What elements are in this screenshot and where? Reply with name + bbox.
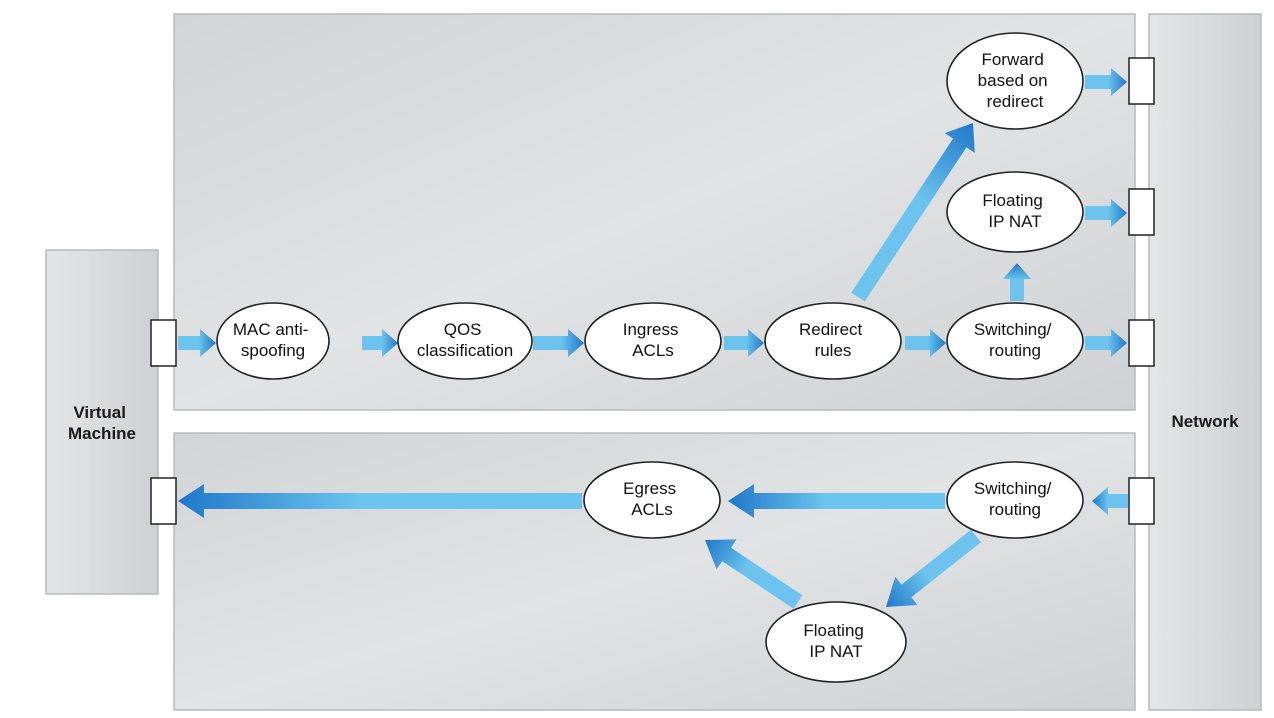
node-egress-switching-routing: Switching/ routing	[946, 461, 1084, 539]
node-ingress-acls: Ingress ACLs	[584, 302, 722, 380]
vm-ingress-port	[150, 319, 177, 367]
network-port-redirect	[1128, 57, 1155, 105]
arrow-switching-to-network	[1085, 329, 1127, 357]
node-redirect-rules-line-1: Redirect	[799, 320, 863, 339]
svg-text:QOS classification: QOS classification	[417, 320, 513, 360]
node-forward-line-1: Forward	[981, 50, 1043, 69]
node-ingress-switching-routing-line-1: Switching/	[974, 320, 1052, 339]
arrow-qos-to-ingress-acls	[533, 329, 584, 357]
arrow-mac-to-qos	[362, 329, 398, 357]
vm-label-line-1: Virtual	[73, 403, 126, 422]
node-egress-floating-ip-nat: Floating IP NAT	[765, 601, 907, 683]
node-redirect-rules-line-2: rules	[815, 341, 852, 360]
node-ingress-switching-routing: Switching/ routing	[946, 302, 1084, 380]
svg-text:Switching/ routing: Switching/ routing	[974, 479, 1056, 519]
node-mac-anti-spoofing-line-1: MAC anti-	[233, 320, 309, 339]
node-mac-anti-spoofing: MAC anti- spoofing	[216, 302, 330, 380]
svg-text:Forward based on r: Forward based on redirect	[978, 50, 1053, 111]
arrow-nat-to-network	[1085, 199, 1127, 227]
vm-label: Virtual Machine	[68, 403, 136, 443]
arrow-egress-acls-to-vm	[178, 484, 582, 518]
node-egress-floating-ip-nat-line-1: Floating	[803, 621, 863, 640]
arrow-ingress-acls-to-redirect	[724, 329, 764, 357]
node-qos-classification: QOS classification	[397, 302, 533, 380]
arrow-redirect-to-switching	[905, 329, 946, 357]
arrow-network-to-egress-switching	[1092, 487, 1128, 515]
node-egress-acls-line-2: ACLs	[631, 500, 673, 519]
network-port-nat	[1128, 188, 1155, 236]
network-port-egress	[1128, 477, 1155, 525]
vm-label-line-2: Machine	[68, 424, 136, 443]
network-label-line-1: Network	[1171, 412, 1239, 431]
node-qos-classification-line-2: classification	[417, 341, 513, 360]
arrow-nat-to-egress-acls	[705, 539, 803, 609]
node-mac-anti-spoofing-line-2: spoofing	[241, 341, 305, 360]
arrow-egress-switching-to-egress-acls	[728, 484, 945, 518]
node-qos-classification-line-1: QOS	[444, 320, 482, 339]
network-port-routing	[1128, 319, 1155, 367]
node-ingress-floating-ip-nat: Floating IP NAT	[946, 171, 1084, 253]
node-ingress-acls-line-2: ACLs	[632, 341, 674, 360]
node-forward-line-2: based on	[978, 71, 1048, 90]
node-forward-line-3: redirect	[987, 92, 1044, 111]
network-panel	[1148, 13, 1262, 711]
node-egress-switching-routing-line-2: routing	[989, 500, 1041, 519]
node-ingress-floating-ip-nat-line-2: IP NAT	[988, 212, 1041, 231]
arrow-redirect-to-forward	[851, 123, 975, 302]
node-forward-based-on-redirect: Forward based on redirect	[946, 32, 1084, 130]
svg-text:Floating IP NAT: Floating IP NAT	[982, 191, 1047, 231]
node-egress-acls: Egress ACLs	[583, 461, 721, 539]
network-label: Network	[1171, 412, 1239, 431]
arrows-layer	[178, 68, 1128, 609]
arrow-vm-to-mac	[178, 329, 216, 357]
node-redirect-rules: Redirect rules	[764, 302, 902, 380]
svg-text:Egress ACLs: Egress ACLs	[623, 479, 681, 519]
node-egress-floating-ip-nat-line-2: IP NAT	[809, 642, 862, 661]
node-egress-acls-line-1: Egress	[623, 479, 676, 498]
arrow-egress-switching-to-nat	[886, 529, 981, 607]
svg-text:Switching/ routing: Switching/ routing	[974, 320, 1056, 360]
svg-text:Floating IP NAT: Floating IP NAT	[803, 621, 868, 661]
vm-egress-port	[150, 477, 177, 525]
vm-panel	[45, 249, 159, 595]
svg-text:Ingress ACLs: Ingress ACLs	[623, 320, 683, 360]
node-egress-switching-routing-line-1: Switching/	[974, 479, 1052, 498]
arrow-forward-to-network	[1085, 68, 1127, 96]
node-ingress-switching-routing-line-2: routing	[989, 341, 1041, 360]
svg-text:Redirect rules: Redirect rules	[799, 320, 867, 360]
node-ingress-acls-line-1: Ingress	[623, 320, 679, 339]
svg-text:MAC anti- spoofing: MAC anti- spoofing	[233, 320, 313, 360]
node-ingress-floating-ip-nat-line-1: Floating	[982, 191, 1042, 210]
arrow-switching-to-nat	[1003, 263, 1031, 301]
